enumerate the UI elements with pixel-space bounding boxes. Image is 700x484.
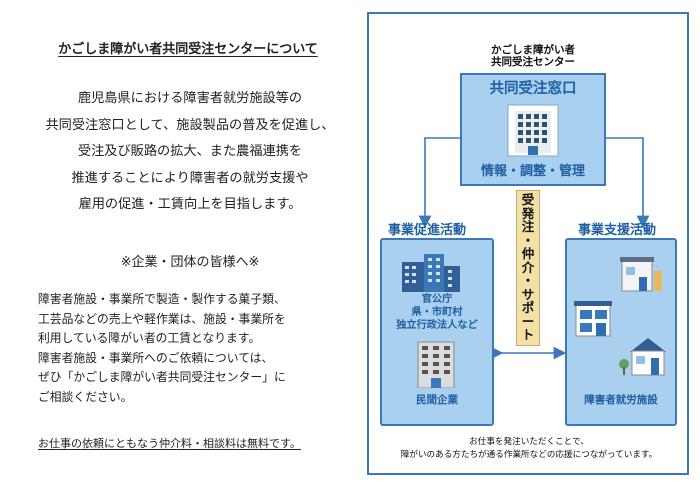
vertical-label-char: ポ [521,300,535,315]
body-line: ぜひ「かごしま障がい者共同受注センター」に [38,370,286,385]
right-section-title: 事業支援活動 [578,223,657,238]
private-company-label: 民間企業 [416,394,458,406]
vertical-label-char: 発 [521,205,535,221]
panel-footer: お仕事を発注いただくことで、 障がいのある方たちが通る作業所などの応援につながっ… [400,437,658,460]
body-line: ご相談ください。 [38,389,133,404]
vertical-label-box [516,190,540,346]
apartment-building-icon [417,341,455,388]
intro-line: 雇用の促進・工賃向上を目指します。 [78,197,302,212]
body-paragraph: 障害者施設・事業所で製造・製作する菓子類、 工芸品などの売上や軽作業は、施設・事… [38,290,348,408]
page-title: かごしま障がい者共同受注センターについて [58,42,318,57]
intro-paragraph: 鹿児島県における障害者就労施設等の 共同受注窓口として、施設製品の普及を促進し、… [20,86,360,219]
window-title: 共同受注窓口 [489,81,577,97]
intro-line: 推進することにより障害者の就労支援や [71,170,309,186]
office-building-icon [507,104,559,157]
body-line: 工芸品などの売上や軽作業は、施設・事業所を [38,311,286,326]
fee-note: お仕事の依頼にともなう仲介料・相談料は無料です。 [38,437,301,450]
vertical-label-char: 受 [521,192,535,207]
body-line: 障害者施設・事業所で製造・製作する菓子類、 [38,292,286,306]
intro-line: 共同受注窓口として、施設製品の普及を促進し、 [45,117,335,133]
arrow-left [418,137,460,229]
arrow-right [606,137,650,229]
vertical-label-char: サ [521,286,535,302]
workshop-icon [574,301,612,337]
public-sector-labels: 官公庁 県・市町村 独立行政法人など [396,294,478,331]
left-section-title: 事業促進活動 [388,223,467,238]
intro-line: 鹿児島県における障害者就労施設等の [77,91,303,106]
flow-arrows [418,137,650,360]
vertical-label-char: ー [521,313,535,329]
vertical-label-char: ・ [521,273,535,288]
vertical-label-char: ・ [521,232,535,248]
vertical-label-char: 仲 [521,246,535,261]
home-icon [619,338,666,376]
facility-house-icon [620,257,662,292]
body-line: 利用している障がい者の工賃となります。 [38,331,261,346]
vertical-label: 受発注・仲介・サポート [516,193,540,342]
window-subtitle: 情報・調整・管理 [480,164,585,179]
vertical-label-char: ト [521,327,535,342]
facility-label: 障害者就労施設 [584,394,658,406]
notice-heading: ※企業・団体の皆様へ※ [120,255,260,270]
government-building-icon [402,254,460,292]
vertical-label-char: 注 [521,219,535,234]
vertical-label-char: 介 [521,259,535,275]
intro-line: 受注及び販路の拡大、また農福連携を [77,144,303,159]
body-line: 障害者施設・事業所へのご依頼については、 [38,350,274,365]
center-name: かごしま障がい者 共同受注センター [491,44,575,68]
